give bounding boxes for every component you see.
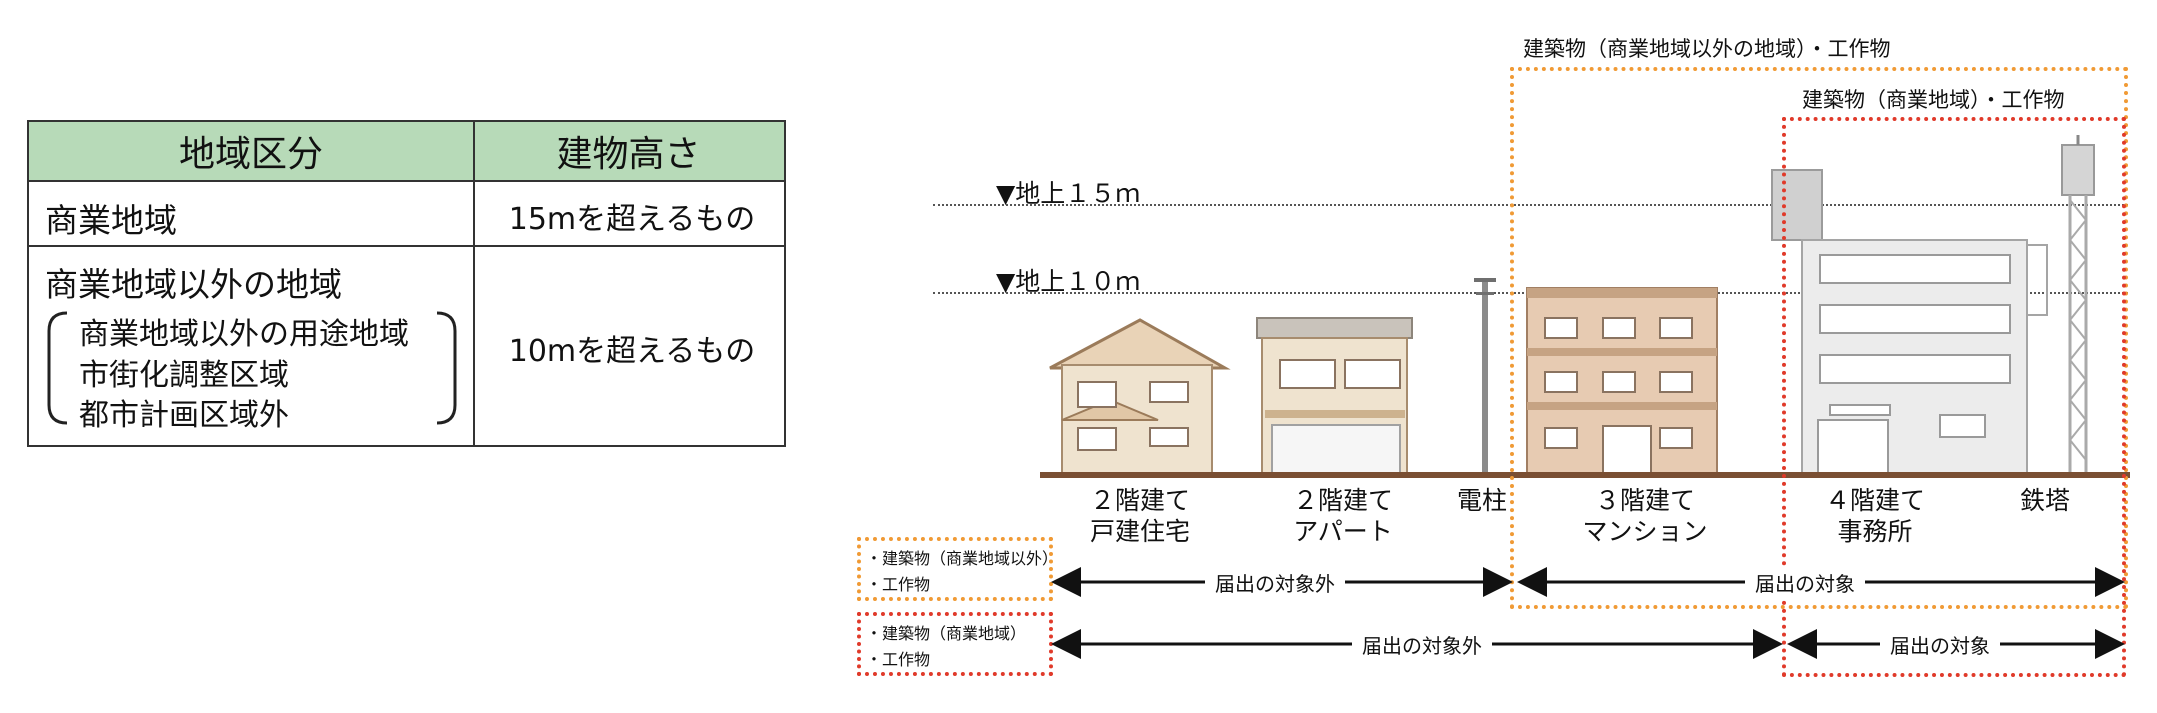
level-15m-label: ▼地上１５ｍ [996, 179, 1141, 208]
zone-title-non-commercial: 建築物（商業地域以外の地域）・工作物 [1523, 37, 1891, 61]
pole-illustration [1474, 278, 1496, 475]
caption-pole: 電柱 [1456, 486, 1507, 515]
header-area: 地域区分 [29, 122, 473, 180]
caption-house: ２階建て戸建住宅 [1089, 486, 1190, 546]
office-illustration [1771, 169, 2048, 476]
row-other-sub-1: 商業地域以外の用途地域 [79, 317, 409, 352]
zone-box-non-commercial [1510, 67, 2128, 609]
legend-commercial-1: ・建築物（商業地域） [866, 624, 1027, 643]
level-15m-line [933, 204, 2128, 206]
row-other-height: 10mを超えるもの [508, 334, 756, 369]
row-other-sub-2: 市街化調整区域 [79, 358, 289, 393]
height-criteria-table: 地域区分 建物高さ 商業地域 15mを超えるもの 商業地域以外の地域 商業地域以… [27, 120, 786, 447]
level-10m-label: ▼地上１０ｍ [996, 267, 1141, 296]
row-commercial-height: 15mを超えるもの [508, 202, 756, 237]
ground-line [1040, 472, 2130, 478]
row-commercial-area: 商業地域 [45, 201, 177, 240]
tower-illustration [2061, 135, 2095, 475]
commercial-out-label: 届出の対象外 [1352, 630, 1492, 659]
non-commercial-in-label: 届出の対象 [1745, 568, 1865, 597]
divider [29, 245, 784, 247]
caption-tower: 鉄塔 [2019, 486, 2070, 515]
mansion-illustration [1526, 287, 1718, 476]
header-height: 建物高さ [473, 122, 784, 180]
row-other-sub-3: 都市計画区域外 [79, 398, 289, 433]
divider [29, 180, 784, 182]
legend-commercial-2: ・工作物 [866, 650, 931, 669]
row-other-area: 商業地域以外の地域 [45, 265, 342, 304]
zone-box-commercial [1782, 117, 2126, 677]
apartment-illustration [1256, 317, 1413, 476]
non-commercial-out-label: 届出の対象外 [1205, 568, 1345, 597]
legend-non-commercial-2: ・工作物 [866, 575, 931, 594]
bracket-icon [47, 311, 457, 425]
caption-office: ４階建て事務所 [1824, 486, 1925, 546]
legend-non-commercial-1: ・建築物（商業地域以外） [866, 549, 1059, 568]
house-illustration [1049, 318, 1231, 476]
caption-apartment: ２階建てアパート [1292, 486, 1393, 546]
commercial-in-label: 届出の対象 [1880, 630, 2000, 659]
buildings-illustration [1040, 135, 2130, 478]
divider [473, 122, 475, 445]
caption-mansion: ３階建てマンション [1582, 486, 1708, 546]
zone-title-commercial: 建築物（商業地域）・工作物 [1802, 88, 2065, 112]
